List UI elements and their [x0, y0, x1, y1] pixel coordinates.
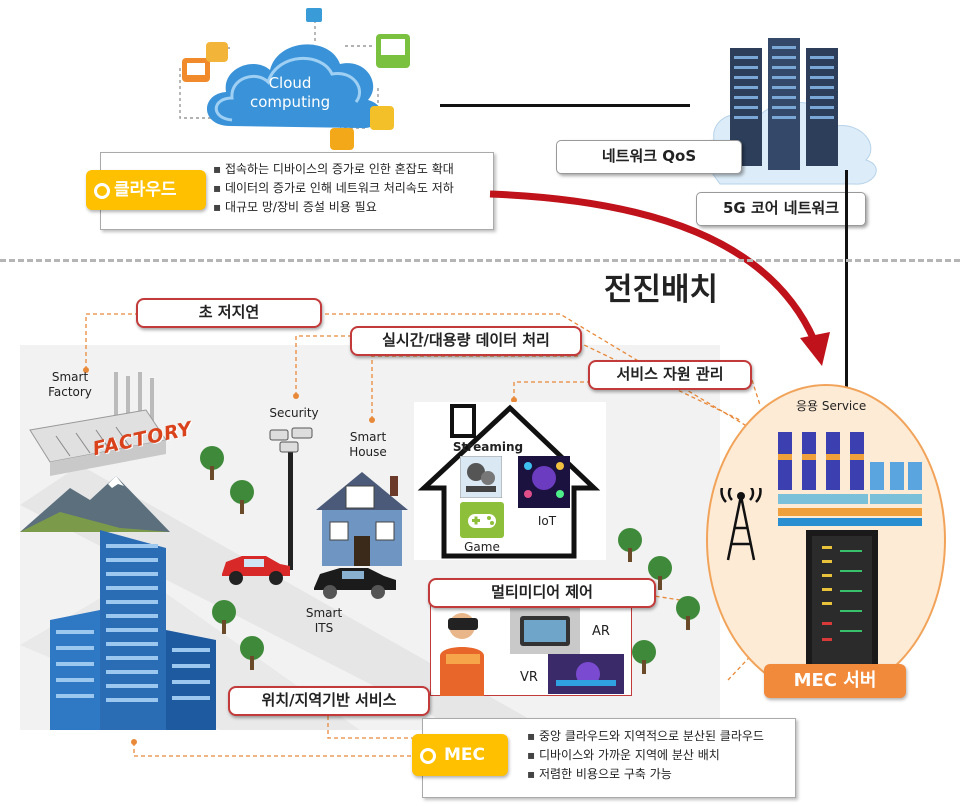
cloud-bullet-list: 접속하는 디바이스의 증가로 인한 혼잡도 확대 데이터의 증가로 인해 네트워…: [213, 160, 454, 217]
feature-realtime-data: 실시간/대용량 데이터 처리: [350, 326, 582, 356]
game-controller-icon: [460, 502, 504, 538]
smart-factory-line1: Smart: [51, 370, 89, 384]
mec-bullet-1: 중앙 클라우드와 지역적으로 분산된 클라우드: [527, 727, 764, 746]
house-icon: [316, 472, 408, 566]
tree-icon: [212, 600, 236, 634]
feature-location-service: 위치/지역기반 서비스: [228, 686, 430, 716]
smart-factory-line2: Factory: [48, 385, 92, 399]
iot-label: IoT: [537, 514, 557, 528]
network-qos-label: 네트워크 QoS: [556, 140, 742, 174]
vr-label: VR: [520, 670, 538, 685]
cloud-title-line2: computing: [250, 93, 331, 111]
core-mec-link: [845, 170, 848, 392]
tree-icon: [676, 596, 700, 630]
mec-server-label: MEC 서버: [764, 664, 906, 698]
vr-screen-icon: [548, 654, 624, 694]
cloud-title: Cloud computing: [250, 74, 330, 112]
mec-tag-label: MEC: [444, 745, 486, 765]
feature-multimedia-control: 멀티미디어 제어: [428, 578, 656, 608]
cloud-computing-graphic: [179, 8, 410, 150]
cloud-tag: 클라우드: [86, 170, 206, 210]
smart-its-line1: Smart: [305, 606, 343, 620]
vr-user-icon: [440, 613, 484, 696]
cloud-core-link: [440, 104, 690, 107]
security-camera-icon: [269, 427, 313, 570]
streaming-label: Streaming: [452, 440, 524, 454]
tree-icon: [240, 636, 264, 670]
mec-service-label: 응용 Service: [796, 399, 867, 413]
cloud-info-box: 접속하는 디바이스의 증가로 인한 혼잡도 확대 데이터의 증가로 인해 네트워…: [100, 152, 494, 230]
mountain-icon: [20, 476, 170, 532]
smart-factory-label: Smart Factory: [40, 370, 100, 400]
tree-icon: [648, 556, 672, 590]
game-label: Game: [464, 540, 500, 554]
smart-its-line2: ITS: [314, 621, 334, 635]
smart-house-line1: Smart: [349, 430, 387, 444]
cloud-tag-label: 클라우드: [114, 180, 177, 200]
tree-icon: [200, 446, 224, 480]
ar-screen-icon: [510, 608, 580, 654]
feature-resource-management: 서비스 자원 관리: [588, 360, 752, 390]
security-label: Security: [269, 406, 319, 420]
rack-server-icon: [806, 530, 878, 670]
cloud-bullet-1: 접속하는 디바이스의 증가로 인한 혼잡도 확대: [213, 160, 454, 179]
core-network-label: 5G 코어 네트워크: [696, 192, 866, 226]
building-icon: [50, 530, 216, 730]
cloud-bullet-3: 대규모 망/장비 증설 비용 필요: [213, 198, 454, 217]
iot-icon: [518, 456, 570, 508]
app-stack-icon: [778, 432, 922, 526]
tree-icon: [632, 640, 656, 674]
mec-bullet-2: 디바이스와 가까운 지역에 분산 배치: [527, 746, 764, 765]
feature-low-latency: 초 저지연: [136, 298, 322, 328]
deploy-label: 전진배치: [604, 272, 719, 308]
deploy-arrow: [489, 190, 830, 366]
cloud-title-line1: Cloud: [268, 74, 312, 92]
antenna-tower-icon: [720, 488, 762, 561]
section-divider: [0, 259, 960, 262]
ar-label: AR: [592, 624, 610, 639]
tree-icon: [618, 528, 642, 562]
red-car-icon: [222, 556, 290, 585]
tree-icon: [230, 480, 254, 514]
mec-bullet-3: 저렴한 비용으로 구축 가능: [527, 765, 764, 784]
mec-bullet-list: 중앙 클라우드와 지역적으로 분산된 클라우드 디바이스와 가까운 지역에 분산…: [527, 727, 764, 784]
smart-house-label: Smart House: [340, 430, 396, 460]
streaming-icon: [460, 456, 502, 498]
smart-house-line2: House: [349, 445, 387, 459]
house-outline-icon: [417, 404, 601, 559]
smart-its-label: Smart ITS: [302, 606, 346, 636]
black-car-icon: [314, 568, 396, 599]
tag-connector-icon: [420, 748, 436, 764]
factory-icon: [29, 372, 167, 476]
tag-connector-icon: [94, 183, 110, 199]
mec-tag: MEC: [412, 734, 508, 776]
cloud-bullet-2: 데이터의 증가로 인해 네트워크 처리속도 저하: [213, 179, 454, 198]
